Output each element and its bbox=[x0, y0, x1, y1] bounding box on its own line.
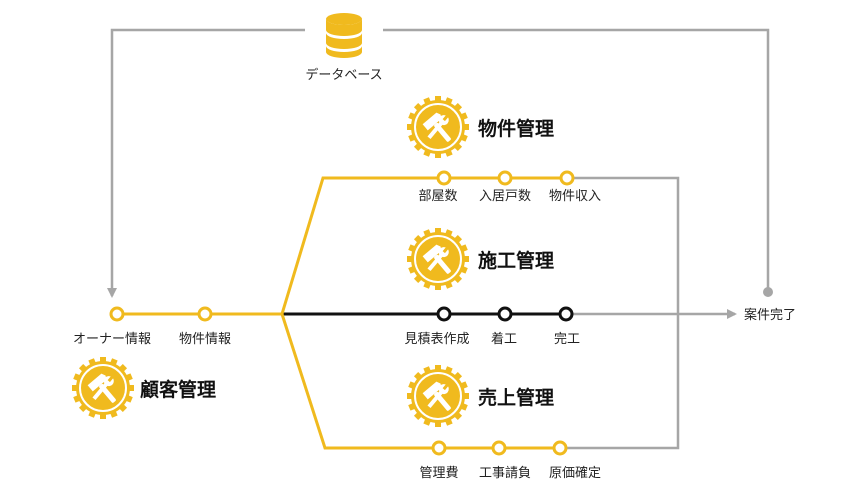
db-to-end-line bbox=[383, 28, 770, 290]
property-income-node bbox=[559, 170, 575, 186]
management-fee-label: 管理費 bbox=[419, 466, 458, 481]
property-gear-icon bbox=[406, 95, 470, 159]
start-work-node bbox=[497, 306, 513, 322]
construction-group-title: 施工管理 bbox=[478, 249, 554, 272]
owner-info-node bbox=[109, 306, 125, 322]
completion-label: 完工 bbox=[554, 332, 580, 347]
database-label: データベース bbox=[305, 67, 382, 83]
project-complete-label: 案件完了 bbox=[744, 308, 796, 323]
property-info-node bbox=[197, 306, 213, 322]
management-fee-node bbox=[431, 440, 447, 456]
move-in-label: 入居戸数 bbox=[479, 189, 531, 204]
sales-flow-line bbox=[280, 313, 566, 450]
estimate-node bbox=[436, 306, 452, 322]
construction-billing-label: 工事請負 bbox=[479, 466, 531, 481]
cost-finalize-label: 原価確定 bbox=[549, 465, 601, 481]
database-feedback-lines bbox=[107, 28, 773, 450]
sales-to-completion-line bbox=[566, 314, 680, 450]
rooms-node bbox=[436, 170, 452, 186]
rooms-label: 部屋数 bbox=[418, 189, 457, 204]
estimate-label: 見積表作成 bbox=[404, 332, 469, 347]
property-to-completion-line bbox=[572, 176, 680, 314]
property-flow-line bbox=[280, 176, 572, 315]
cost-finalize-node bbox=[552, 440, 568, 456]
move-in-node bbox=[497, 170, 513, 186]
owner-info-label: オーナー情報 bbox=[73, 332, 151, 347]
property-info-label: 物件情報 bbox=[179, 332, 231, 347]
property-group-title: 物件管理 bbox=[478, 117, 554, 140]
construction-billing-node bbox=[491, 440, 507, 456]
db-line-end-dot bbox=[763, 287, 773, 297]
db-to-owner-line bbox=[107, 28, 305, 298]
sales-group-title: 売上管理 bbox=[478, 386, 554, 409]
customer-gear-icon bbox=[71, 356, 135, 420]
property-income-label: 物件収入 bbox=[549, 189, 601, 204]
start-work-label: 着工 bbox=[491, 331, 517, 347]
sales-gear-icon bbox=[406, 364, 470, 428]
completion-node bbox=[558, 306, 574, 322]
database-icon bbox=[326, 13, 362, 58]
construction-gear-icon bbox=[406, 227, 470, 291]
customer-group-title: 顧客管理 bbox=[140, 378, 216, 401]
